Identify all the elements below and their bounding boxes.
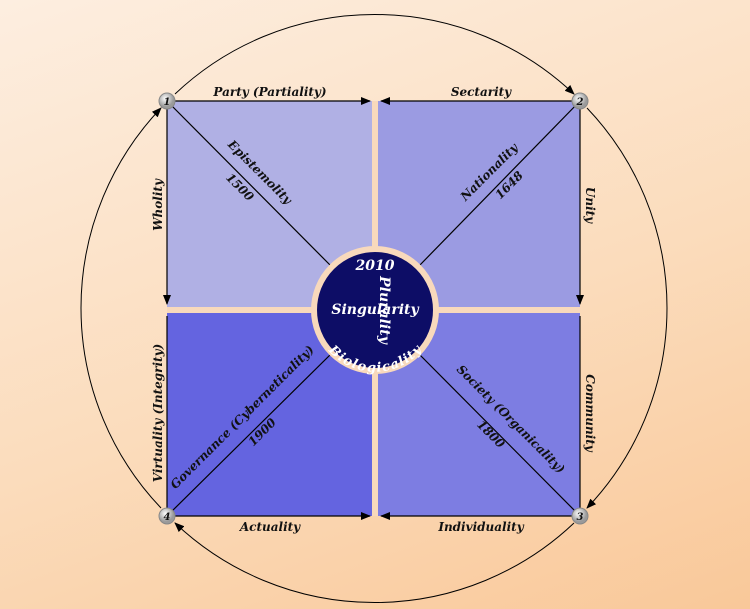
- arc-4-1: [80, 107, 162, 509]
- edges: [163, 97, 584, 520]
- edge-label-virtuality: Virtuality (Integrity): [151, 344, 165, 483]
- edge-label-individuality: Individuality: [437, 520, 524, 534]
- edge-label-unity: Unity: [583, 187, 597, 224]
- arc-1-2: [174, 13, 575, 95]
- edge-label-community: Community: [583, 374, 597, 453]
- svg-text:1: 1: [164, 97, 171, 108]
- edge-label-wholity: Wholity: [151, 178, 165, 231]
- edge-label-sectarity: Sectarity: [451, 85, 512, 99]
- arc-2-3: [586, 107, 668, 509]
- center-plurality: Plurality: [376, 275, 392, 345]
- node-4: 4: [158, 507, 176, 525]
- svg-text:2: 2: [576, 97, 584, 108]
- node-1: 1: [158, 92, 176, 110]
- node-3: 3: [571, 507, 589, 525]
- arc-3-4: [174, 522, 575, 604]
- edge-label-actuality: Actuality: [239, 520, 301, 534]
- outer-cycle: [80, 13, 668, 604]
- center-year: 2010: [355, 258, 395, 274]
- svg-text:3: 3: [577, 512, 584, 523]
- node-2: 2: [571, 92, 589, 110]
- svg-text:4: 4: [164, 512, 171, 523]
- center-singularity: Singularity: [331, 302, 419, 318]
- edge-label-party: Party (Partiality): [212, 85, 326, 99]
- center-circle: [311, 246, 439, 374]
